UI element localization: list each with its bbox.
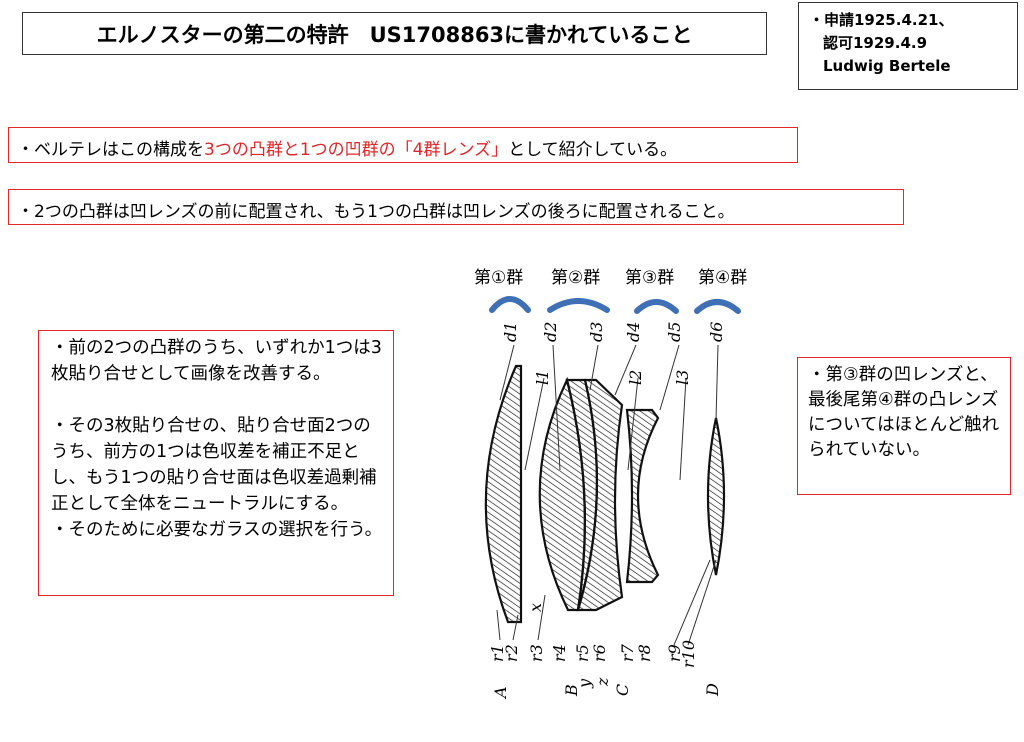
label-r2: r2 — [502, 644, 521, 662]
label-r1: r1 — [488, 644, 507, 662]
label-d4: d4 — [624, 322, 643, 342]
label-r9: r9 — [665, 644, 684, 662]
label-d3: d3 — [587, 322, 606, 342]
triplet-point-2: ・その3枚貼り合せの、貼り合せ面2つのうち、前方の1つは色収差を補正不足とし、も… — [51, 416, 377, 514]
group-bracket-1 — [489, 296, 531, 313]
lens-a — [484, 364, 523, 624]
note-group-arrangement: ・2つの凸群は凹レンズの前に配置され、もう1つの凸群は凹レンズの後ろに配置される… — [8, 189, 904, 225]
slide-title: エルノスターの第二の特許 US1708863に書かれていること — [22, 12, 767, 55]
label-r4: r4 — [550, 644, 569, 662]
label-lens-c: C — [613, 684, 632, 696]
triplet-point-1: ・前の2つの凸群のうち、いずれか1つは3枚貼り合せとして画像を改善する。 — [51, 338, 382, 384]
note1-highlight: 3つの凸群と1つの凹群の「4群レンズ」 — [204, 140, 509, 160]
label-surface-y: y — [575, 678, 594, 689]
label-r10: r10 — [679, 640, 698, 668]
label-d1: d1 — [501, 322, 520, 342]
note-four-groups: ・ベルテレはこの構成を3つの凸群と1つの凹群の「4群レンズ」として紹介している。 — [8, 127, 798, 163]
inventor-name: Ludwig Bertele — [823, 57, 951, 75]
group-label-3: 第③群 — [625, 268, 675, 288]
label-r5: r5 — [573, 644, 592, 662]
note-triplet: ・前の2つの凸群のうち、いずれか1つは3枚貼り合せとして画像を改善する。 ・その… — [38, 330, 394, 596]
label-l2: l2 — [626, 370, 645, 385]
label-lens-a: A — [491, 686, 510, 700]
group-bracket-2 — [547, 298, 610, 313]
label-l3: l3 — [673, 370, 692, 385]
note1-suffix: として紹介している。 — [508, 140, 678, 160]
note-rear-groups: ・第③群の凹レンズと、最後尾第④群の凸レンズについてはほとんど触れられていない。 — [797, 357, 1011, 495]
label-r3: r3 — [527, 644, 546, 662]
label-r6: r6 — [590, 644, 609, 662]
label-d2: d2 — [541, 322, 560, 342]
note1-prefix: ・ベルテレはこの構成を — [17, 140, 204, 160]
patent-granted-date: 認可1929.4.9 — [823, 34, 928, 52]
lens-d — [706, 417, 726, 576]
triplet-point-3: ・そのために必要なガラスの選択を行う。 — [51, 520, 383, 540]
group-bracket-4 — [694, 299, 741, 314]
patent-info-box: ・申請1925.4.21、 認可1929.4.9 Ludwig Bertele — [798, 2, 1018, 90]
label-l1: l1 — [533, 370, 552, 385]
group-label-4: 第④群 — [698, 268, 748, 288]
lens-b-element-3 — [576, 378, 624, 612]
label-surface-z: z — [593, 677, 612, 687]
label-d6: d6 — [707, 322, 726, 342]
group-bracket-3 — [634, 299, 679, 314]
label-lens-d: D — [703, 683, 722, 697]
lens-c — [625, 408, 660, 584]
label-surface-x: x — [526, 603, 545, 612]
label-lens-b: B — [562, 684, 581, 697]
group-label-1: 第①群 — [474, 268, 524, 288]
patent-filed-date: ・申請1925.4.21、 — [809, 11, 954, 29]
label-r8: r8 — [635, 644, 654, 662]
group-label-2: 第②群 — [551, 268, 601, 288]
label-d5: d5 — [665, 322, 684, 342]
label-r7: r7 — [618, 643, 637, 662]
